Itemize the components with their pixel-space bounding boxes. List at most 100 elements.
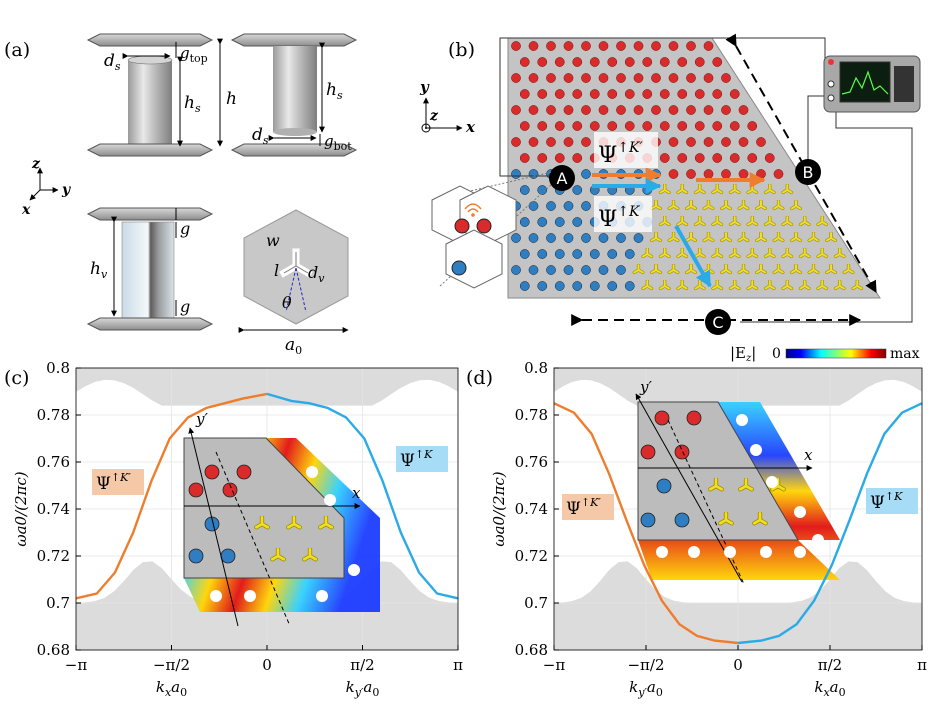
lattice-rod-blue [598, 265, 609, 275]
lattice-rod-blue [581, 169, 591, 179]
lattice-rod-blue [519, 185, 530, 195]
lattice-rod-blue [546, 233, 556, 243]
x-tick-label: −π [65, 656, 88, 674]
panel-d: (d) Ψ↑K′Ψ↑K0.680.70.720.740.760.780.8−π−… [466, 359, 927, 699]
lattice-rod-red [712, 121, 723, 131]
field-hole [794, 506, 806, 518]
lattice-rod-red [659, 89, 670, 99]
lattice-rod-red [703, 169, 714, 179]
svg-text:0: 0 [772, 346, 781, 362]
panel-a: (a) ds gtop hs h hs ds g [4, 33, 358, 357]
lattice-rod-blue [633, 233, 644, 243]
y-tick-label: 0.8 [524, 359, 548, 377]
y-tick-label: 0.78 [37, 406, 70, 424]
lattice-rod-blue [607, 281, 618, 291]
x-axis-label-left: kxa0 [156, 678, 187, 699]
x-axis-label-right: kxa0 [814, 678, 845, 699]
lattice-rod-red [572, 57, 583, 67]
y-tick-label: 0.78 [515, 406, 548, 424]
lattice-rod-blue [511, 265, 521, 275]
field-hole [656, 546, 668, 558]
x-axis-label-right: ky′a0 [346, 678, 380, 699]
lattice-rod-red [642, 57, 653, 67]
x-tick-label: π/2 [350, 656, 374, 674]
lattice-rod-red [686, 169, 696, 179]
lattice-rod-red [712, 57, 723, 67]
lattice-rod-red [633, 73, 644, 83]
lattice-rod-red [677, 153, 688, 163]
lattice-rod-blue [589, 281, 600, 291]
lattice-rod-red [694, 153, 705, 163]
lattice-rod-red [642, 89, 653, 99]
lattice-rod-blue [572, 249, 583, 259]
svg-text:y: y [419, 78, 430, 96]
inset-rod [656, 478, 672, 494]
lattice-rod-red [651, 41, 661, 51]
lattice-rod-blue [572, 281, 583, 291]
domain-wall [215, 451, 291, 627]
lattice-rod-red [546, 137, 556, 147]
inset-y-axis [188, 427, 239, 627]
lattice-rod-red [694, 57, 705, 67]
psi-kprime-tag-d-bg [562, 494, 614, 520]
lattice-rod-blue [546, 201, 556, 211]
panel-b-label: (b) [448, 39, 475, 61]
dim-gtop: gtop [180, 44, 208, 65]
field-hole [724, 546, 736, 558]
lattice-rod-blue [537, 217, 548, 227]
svg-text:C: C [712, 313, 723, 332]
dim-dv: dv [308, 263, 325, 285]
lattice-rod-blue [554, 217, 565, 227]
lattice-rod-red [598, 41, 609, 51]
lattice-rod-red [607, 57, 618, 67]
lattice-rod-red [686, 73, 696, 83]
lattice-rod-red [528, 137, 539, 147]
psi-k-tag-c-bg [396, 446, 448, 472]
dim-ds: ds [104, 51, 121, 73]
dim-gbot: gbot [324, 132, 352, 153]
y-tick-label: 0.76 [515, 453, 548, 471]
lattice-rod-red [581, 105, 591, 115]
edge-state-series-0 [75, 392, 268, 600]
panel-a-label: (a) [4, 39, 30, 61]
source-zoom-inset [431, 171, 553, 289]
lattice-rod-red [668, 137, 679, 147]
field-hole [750, 444, 762, 456]
lattice-rod-red [703, 41, 714, 51]
lattice-rod-red [659, 57, 670, 67]
y-tick-label: 0.68 [515, 641, 548, 659]
lattice-rod-red [721, 105, 731, 115]
lattice-rod-red [747, 153, 758, 163]
axes-b: y z x [419, 78, 476, 136]
svg-text:z: z [429, 108, 439, 124]
lattice-rod-blue [563, 265, 574, 275]
psi-kprime-tag-c: Ψ↑K′ [96, 471, 131, 494]
lattice-rod-blue [519, 249, 530, 259]
lattice-rod-blue [563, 201, 574, 211]
y-tick-label: 0.74 [515, 500, 548, 518]
inset-rod [204, 464, 220, 480]
field-map [184, 438, 380, 612]
inset-x-label: x [352, 484, 361, 502]
svg-text:A: A [557, 169, 568, 188]
y-axis-label: ωa0/(2πc) [12, 471, 30, 546]
lattice-rod-red [712, 89, 723, 99]
svg-text:max: max [890, 346, 920, 362]
lattice-rod-red [537, 121, 548, 131]
panel-c: (c) Ψ↑K′Ψ↑K0.680.70.720.740.760.780.8−π−… [4, 359, 463, 699]
lattice-rod-red [729, 89, 740, 99]
lattice-rod-blue [581, 201, 591, 211]
unit-cell-vane: g hv g [86, 207, 214, 331]
lattice-rod-blue [624, 249, 635, 259]
lattice-rod-red [572, 89, 583, 99]
lattice-rod-red [677, 89, 688, 99]
x-tick-label: π [917, 656, 927, 674]
lattice-rod-red [519, 121, 530, 131]
lattice-rod-blue [624, 281, 635, 291]
lattice-rod-red [633, 41, 644, 51]
lattice-rod-red [756, 137, 766, 147]
inset-rod [686, 410, 702, 426]
dim-theta: θ [282, 293, 292, 312]
inset-rod [188, 482, 204, 498]
lattice-rod-red [703, 137, 714, 147]
